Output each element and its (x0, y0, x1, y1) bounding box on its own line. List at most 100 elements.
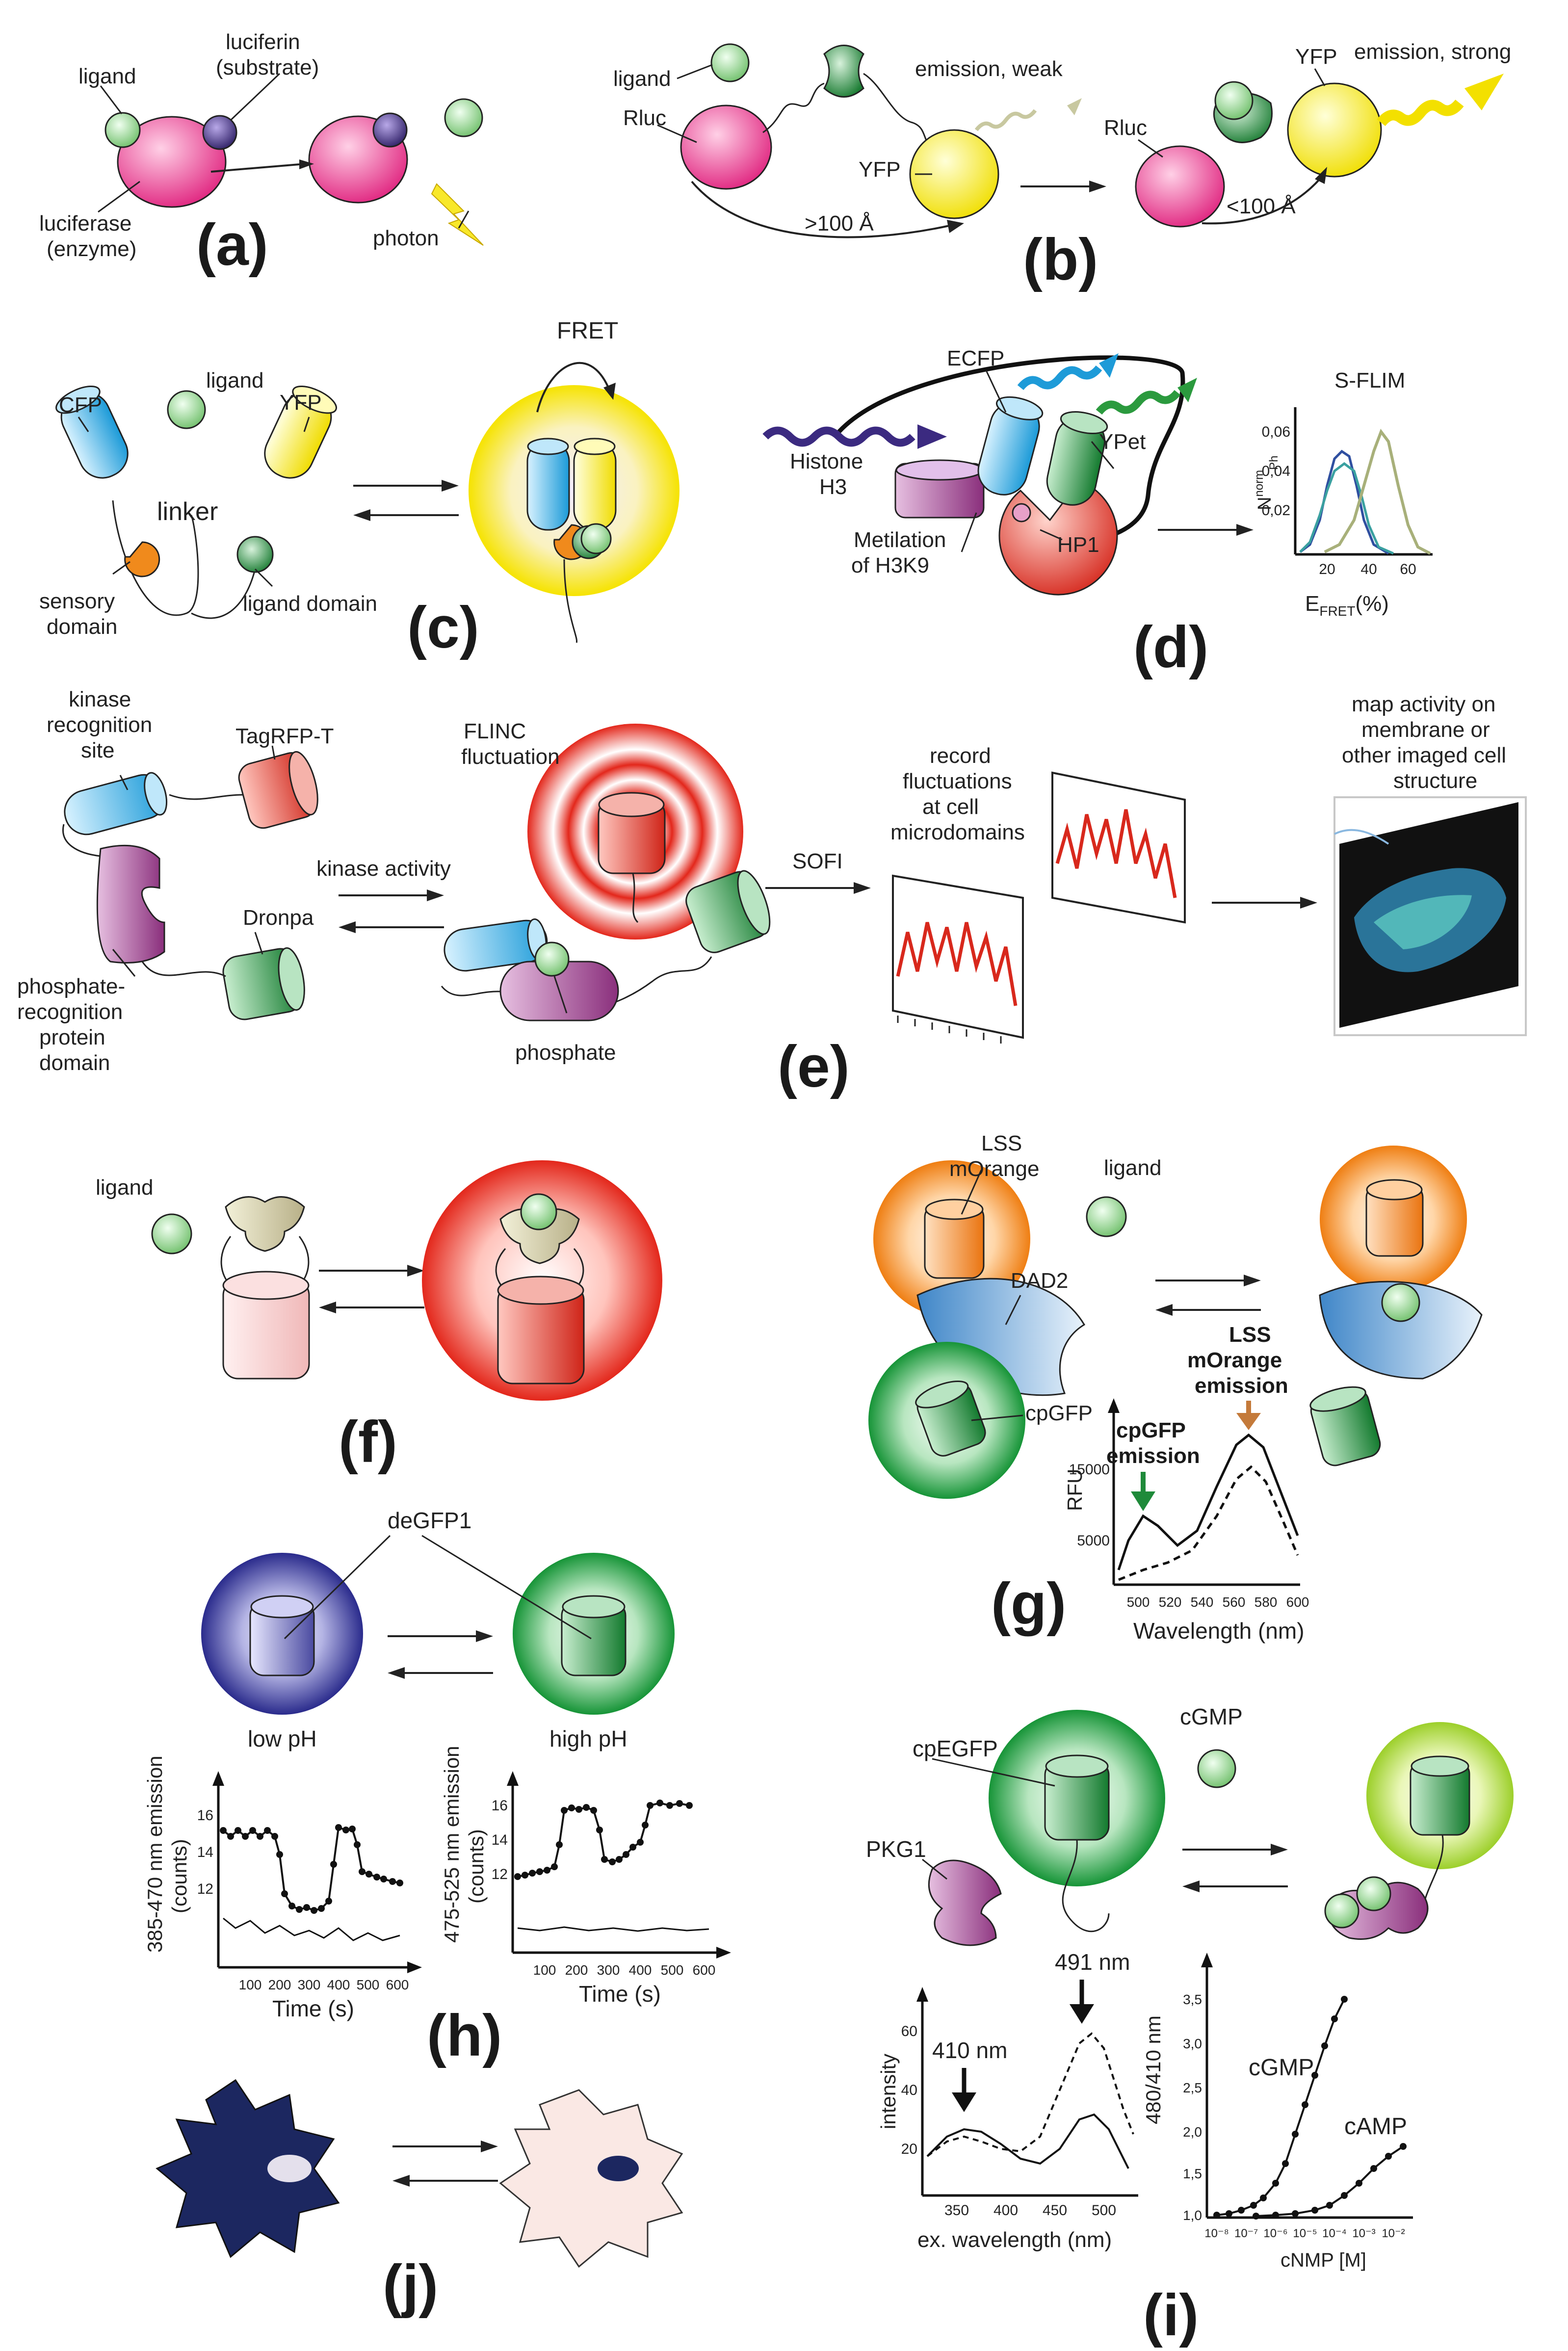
h-right-point (647, 1802, 653, 1809)
ligand-ball-c (167, 390, 206, 429)
label-lss1: LSS (981, 1131, 1022, 1155)
fluct-trace-1 (892, 874, 1024, 1044)
panel-a: ligand luciferin (substrate) luciferase … (39, 30, 484, 278)
label-lss-emission3: emission (1195, 1374, 1288, 1398)
luciferin-bound (372, 112, 408, 148)
h-left-point (242, 1833, 249, 1840)
h-left-xtick: 100 (239, 1977, 262, 1992)
h-right-point (575, 1806, 582, 1813)
label-emission-strong: emission, strong (1354, 40, 1511, 64)
ratio-xtick: 10⁻⁵ (1293, 2227, 1317, 2240)
panel-label-h: (h) (427, 2003, 502, 2068)
h-right-point (561, 1807, 568, 1814)
sflim-ytick: 0,02 (1262, 502, 1290, 519)
label-sofi: SOFI (792, 849, 843, 873)
label-h3: H3 (819, 475, 847, 499)
int-ytick: 60 (901, 2023, 917, 2039)
rfu-solid (1117, 1433, 1299, 1570)
h-left-point (249, 1827, 256, 1834)
h-left-point (330, 1861, 337, 1868)
panel-b: ligand Rluc YFP emission, weak >100 Å Rl… (613, 40, 1511, 292)
label-flinc2: fluctuation (461, 745, 560, 769)
h-right-ytick: 14 (492, 1832, 508, 1848)
label-dist-near: <100 Å (1227, 194, 1296, 218)
label-photon: photon (373, 226, 439, 250)
label-emission-weak: emission, weak (915, 57, 1063, 81)
h-right-point (656, 1800, 663, 1806)
h-right-point (590, 1807, 597, 1814)
sflim-xtick: 40 (1360, 561, 1377, 577)
h-left-point (342, 1827, 349, 1833)
h-left-xlabel: Time (s) (272, 1996, 354, 2021)
ratio-xtick: 10⁻⁸ (1204, 2227, 1229, 2240)
ratio-camp-point (1400, 2143, 1407, 2150)
label-dronpa: Dronpa (243, 906, 314, 930)
label-record2: fluctuations (903, 769, 1012, 793)
label-phos3: protein (39, 1025, 105, 1049)
rfu-ylabel: RFU (1063, 1469, 1086, 1511)
label-cgmp-curve: cGMP (1249, 2055, 1314, 2081)
label-domain: domain (47, 615, 117, 639)
panel-label-a: (a) (196, 212, 268, 278)
ratio-xlabel: cNMP [M] (1281, 2249, 1366, 2271)
label-camp-curve: cAMP (1344, 2114, 1407, 2140)
label-ligand-f: ligand (96, 1176, 153, 1200)
h-left-xtick: 500 (357, 1977, 380, 1992)
h-left-xtick: 400 (327, 1977, 350, 1992)
ratio-cgmp-point (1238, 2207, 1245, 2214)
label-491nm: 491 nm (1055, 1949, 1130, 1975)
label-ligand-b: ligand (613, 67, 671, 91)
h-left-point (281, 1890, 288, 1897)
ratio-cgmp-point (1250, 2202, 1257, 2209)
rfu-xtick: 580 (1254, 1594, 1278, 1610)
label-metil1: Metilation (854, 528, 946, 552)
panel-label-i: (i) (1143, 2282, 1199, 2348)
ratio-cgmp-point (1302, 2101, 1308, 2108)
int-xtick: 500 (1092, 2202, 1116, 2219)
photon-bolt-icon (431, 183, 484, 246)
h-left-point (264, 1827, 271, 1834)
h-left-point (354, 1841, 361, 1848)
ratio-xtick: 10⁻² (1382, 2227, 1405, 2240)
label-histone: Histone (790, 449, 863, 473)
label-low-ph: low pH (248, 1726, 317, 1751)
sflim-xlabel: EFRET(%) (1305, 592, 1389, 619)
h-right-ylabel1: 475-525 nm emission (440, 1746, 463, 1943)
ratio-ylabel: 480/410 nm (1142, 2015, 1165, 2124)
rfu-xlabel: Wavelength (nm) (1133, 1618, 1305, 1644)
h-left-ylabel2: (counts) (168, 1839, 191, 1913)
luciferin-substrate (202, 115, 237, 150)
ratio-ytick: 3,5 (1183, 1992, 1202, 2007)
ratio-ytick: 2,0 (1183, 2124, 1202, 2140)
h-right-point (556, 1841, 563, 1848)
label-cpegfp: cpEGFP (913, 1736, 998, 1761)
panel-e: kinase recognition site TagRFP-T Dronpa … (17, 687, 1527, 1099)
sflim-series-2 (1299, 462, 1394, 555)
h-right-point (529, 1870, 536, 1877)
fluct-trace-2 (1051, 771, 1186, 924)
h-left-point (318, 1905, 325, 1912)
cell-dark (156, 2079, 340, 2258)
label-pkg1: PKG1 (866, 1836, 926, 1862)
h-left-point (227, 1833, 234, 1840)
rfu-xtick: 600 (1286, 1594, 1309, 1610)
label-cpgfp-emission1: cpGFP (1116, 1418, 1186, 1442)
ratio-cgmp-point (1282, 2160, 1289, 2167)
label-map4: structure (1393, 769, 1477, 793)
h-left-point (335, 1824, 342, 1831)
ratio-cgmp-point (1292, 2131, 1299, 2138)
h-right-point (666, 1802, 673, 1809)
label-yfp-b1: YFP (859, 157, 901, 182)
ratio-ytick: 2,5 (1183, 2080, 1202, 2095)
label-luciferin: luciferin (226, 30, 300, 54)
label-cfp: CFP (59, 393, 102, 417)
cgmp-ball (1197, 1749, 1236, 1788)
ligand-bound-b (1214, 81, 1254, 120)
ratio-cgmp-point (1272, 2180, 1279, 2187)
h-right-xtick: 400 (629, 1962, 652, 1978)
ratio-cgmp-point (1213, 2212, 1220, 2219)
